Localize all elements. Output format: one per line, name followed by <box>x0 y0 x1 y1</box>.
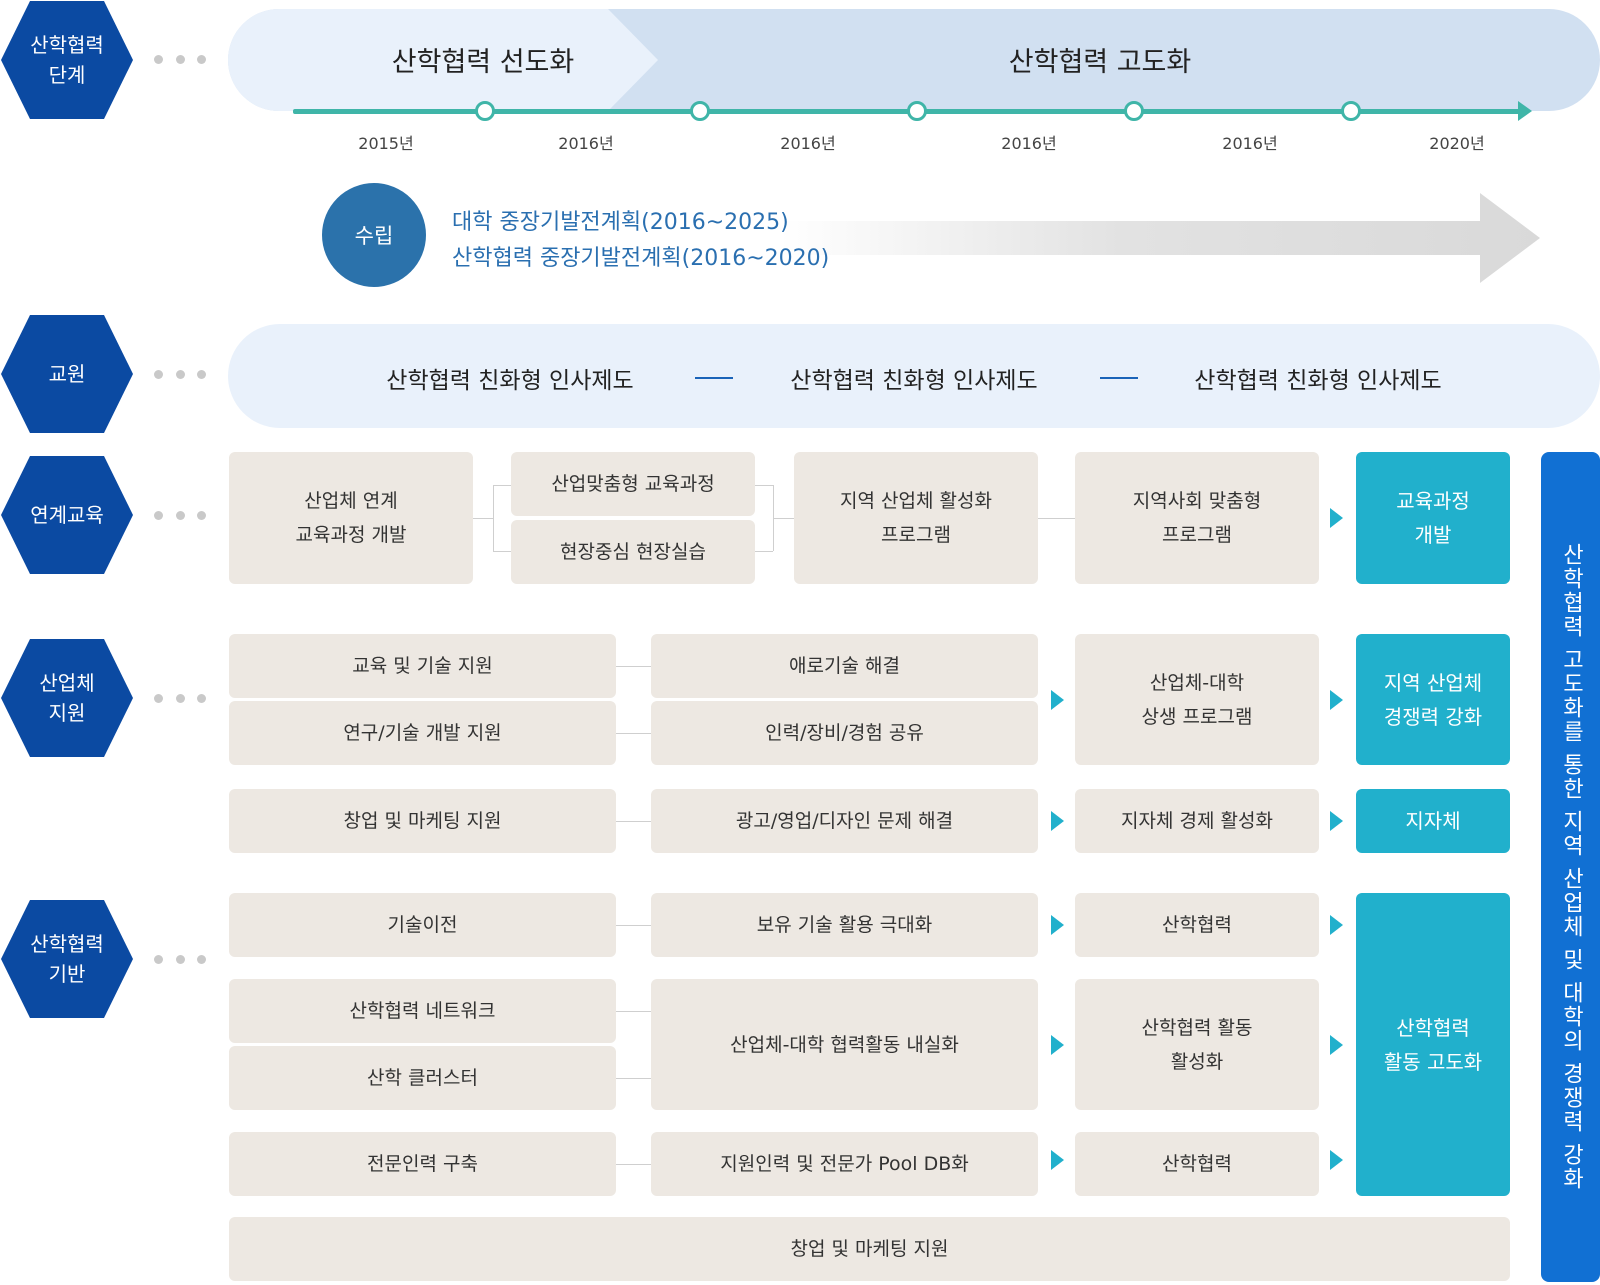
fnd-transfer-box: 기술이전 <box>229 893 616 957</box>
faculty-dash <box>695 377 733 379</box>
row-dots <box>154 511 206 521</box>
ind-research-box: 연구/기술 개발 지원 <box>229 701 616 765</box>
fnd-internal-box: 산업체-대학 협력활동 내실화 <box>651 979 1038 1110</box>
connector <box>755 551 773 552</box>
connector <box>493 485 511 486</box>
connector <box>473 518 493 519</box>
timeline-node <box>1124 101 1144 121</box>
fnd-coop1-box: 산학협력 <box>1075 893 1319 957</box>
connector <box>616 925 651 926</box>
connector <box>493 551 511 552</box>
row-label-foundation: 산학협력 기반 <box>0 899 134 1019</box>
flow-arrow-icon <box>1330 811 1343 831</box>
ind-edu-tech-box: 교육 및 기술 지원 <box>229 634 616 698</box>
timeline-node <box>690 101 710 121</box>
side-banner: 산학협력 고도화를 통한 지역 산업체 및 대학의 경쟁력 강화 <box>1541 452 1600 1282</box>
fnd-cluster-box: 산학 클러스터 <box>229 1046 616 1110</box>
fnd-activate-box: 산학협력 활동 활성화 <box>1075 979 1319 1110</box>
plan-arrow <box>780 193 1540 287</box>
row-label-foundation-text: 산학협력 기반 <box>30 932 104 986</box>
year-label: 2016년 <box>780 134 836 153</box>
plan-badge-label: 수립 <box>354 224 394 248</box>
connector <box>616 1078 651 1079</box>
connector <box>755 485 773 486</box>
year-label: 2020년 <box>1429 134 1485 153</box>
ind-local-econ-box: 지자체 경제 활성화 <box>1075 789 1319 853</box>
row-label-stage-text: 산학협력 단계 <box>30 33 104 87</box>
timeline-arrow-icon <box>1518 101 1532 121</box>
ind-difficulty-box: 애로기술 해결 <box>651 634 1038 698</box>
ind-startup-box: 창업 및 마케팅 지원 <box>229 789 616 853</box>
faculty-banner <box>228 324 1600 428</box>
stage-banner <box>228 9 1600 111</box>
flow-arrow-icon <box>1051 690 1064 710</box>
ind-sharing-box: 인력/장비/경험 공유 <box>651 701 1038 765</box>
row-label-industry-text: 산업체 지원 <box>39 671 95 725</box>
row-label-faculty: 교원 <box>0 314 134 434</box>
row-dots <box>154 370 206 380</box>
ind-coexist-box: 산업체-대학 상생 프로그램 <box>1075 634 1319 765</box>
flow-arrow-icon <box>1051 1035 1064 1055</box>
fnd-experts-box: 전문인력 구축 <box>229 1132 616 1196</box>
side-banner-text: 산학협력 고도화를 통한 지역 산업체 및 대학의 경쟁력 강화 <box>1558 543 1584 1191</box>
faculty-item: 산학협력 친화형 인사제도 <box>790 368 1038 394</box>
row-label-education-text: 연계교육 <box>30 503 104 527</box>
fnd-bottom-box: 창업 및 마케팅 지원 <box>229 1217 1510 1281</box>
phase-leading: 산학협력 선도화 <box>391 47 575 78</box>
edu-result-box: 교육과정 개발 <box>1356 452 1510 584</box>
year-label: 2016년 <box>558 134 614 153</box>
connector <box>616 1011 651 1012</box>
faculty-dash <box>1100 377 1138 379</box>
flow-arrow-icon <box>1051 811 1064 831</box>
timeline-node <box>475 101 495 121</box>
row-label-education: 연계교육 <box>0 455 134 575</box>
year-label: 2016년 <box>1001 134 1057 153</box>
ind-ad-design-box: 광고/영업/디자인 문제 해결 <box>651 789 1038 853</box>
row-dots <box>154 955 206 965</box>
row-dots <box>154 694 206 704</box>
row-dots <box>154 55 206 65</box>
connector <box>773 518 794 519</box>
connector <box>493 485 494 551</box>
connector <box>616 666 651 667</box>
fnd-maximize-box: 보유 기술 활용 극대화 <box>651 893 1038 957</box>
ind-local-gov-box: 지자체 <box>1356 789 1510 853</box>
flow-arrow-icon <box>1051 915 1064 935</box>
row-label-stage: 산학협력 단계 <box>0 0 134 120</box>
plan-line-2: 산학협력 중장기발전계획(2016~2020) <box>452 246 830 271</box>
edu-branch-top-box: 산업맞춤형 교육과정 <box>511 452 755 516</box>
edu-community-box: 지역사회 맞춤형 프로그램 <box>1075 452 1319 584</box>
edu-branch-bottom-box: 현장중심 현장실습 <box>511 520 755 584</box>
ind-result-box: 지역 산업체 경쟁력 강화 <box>1356 634 1510 765</box>
connector <box>616 733 651 734</box>
fnd-pool-box: 지원인력 및 전문가 Pool DB화 <box>651 1132 1038 1196</box>
row-label-faculty-text: 교원 <box>48 362 86 386</box>
plan-line-1: 대학 중장기발전계획(2016~2025) <box>452 210 789 235</box>
connector <box>1038 518 1075 519</box>
flow-arrow-icon <box>1330 1035 1343 1055</box>
fnd-coop2-box: 산학협력 <box>1075 1132 1319 1196</box>
flow-arrow-icon <box>1330 690 1343 710</box>
flow-arrow-icon <box>1330 1150 1343 1170</box>
flow-arrow-icon <box>1330 915 1343 935</box>
flow-arrow-icon <box>1330 508 1343 528</box>
edu-start-box: 산업체 연계 교육과정 개발 <box>229 452 473 584</box>
year-label: 2015년 <box>358 134 414 153</box>
flow-arrow-icon <box>1051 1150 1064 1170</box>
faculty-item: 산학협력 친화형 인사제도 <box>1194 368 1442 394</box>
fnd-result-box: 산학협력 활동 고도화 <box>1356 893 1510 1196</box>
edu-regional-box: 지역 산업체 활성화 프로그램 <box>794 452 1038 584</box>
timeline-node <box>907 101 927 121</box>
year-label: 2016년 <box>1222 134 1278 153</box>
connector <box>616 821 651 822</box>
row-label-industry: 산업체 지원 <box>0 638 134 758</box>
phase-advanced: 산학협력 고도화 <box>1008 47 1192 78</box>
stage-banner-chevron <box>228 9 658 111</box>
connector <box>616 1164 651 1165</box>
timeline-node <box>1341 101 1361 121</box>
faculty-item: 산학협력 친화형 인사제도 <box>386 368 634 394</box>
fnd-network-box: 산학협력 네트워크 <box>229 979 616 1043</box>
plan-badge: 수립 <box>322 183 426 287</box>
